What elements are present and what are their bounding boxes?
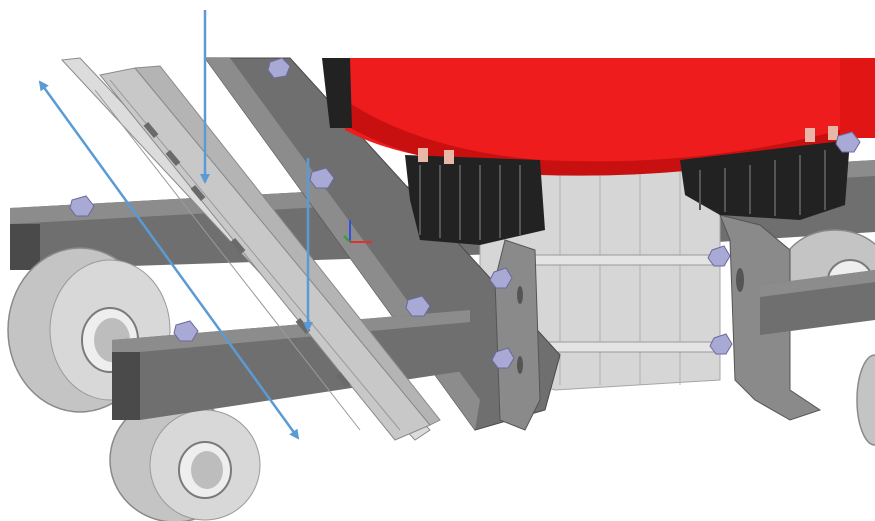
wheel-right-front <box>856 354 875 446</box>
clamp-left <box>405 148 545 245</box>
clamp-top <box>322 58 352 128</box>
arrow-diagonal <box>38 80 300 440</box>
bolt <box>489 267 513 289</box>
left-bracket <box>494 239 541 431</box>
bolt <box>491 347 515 369</box>
y-axis <box>343 235 351 243</box>
bolt <box>709 333 733 355</box>
axis-triad <box>343 220 372 243</box>
right-cross-beam <box>760 270 875 335</box>
bolt <box>267 57 291 79</box>
bolt <box>835 131 861 153</box>
annotation-arrows <box>38 10 313 440</box>
bolt <box>309 167 335 189</box>
bolt <box>405 295 431 317</box>
bolt <box>707 245 731 267</box>
clamp-right <box>680 126 850 220</box>
